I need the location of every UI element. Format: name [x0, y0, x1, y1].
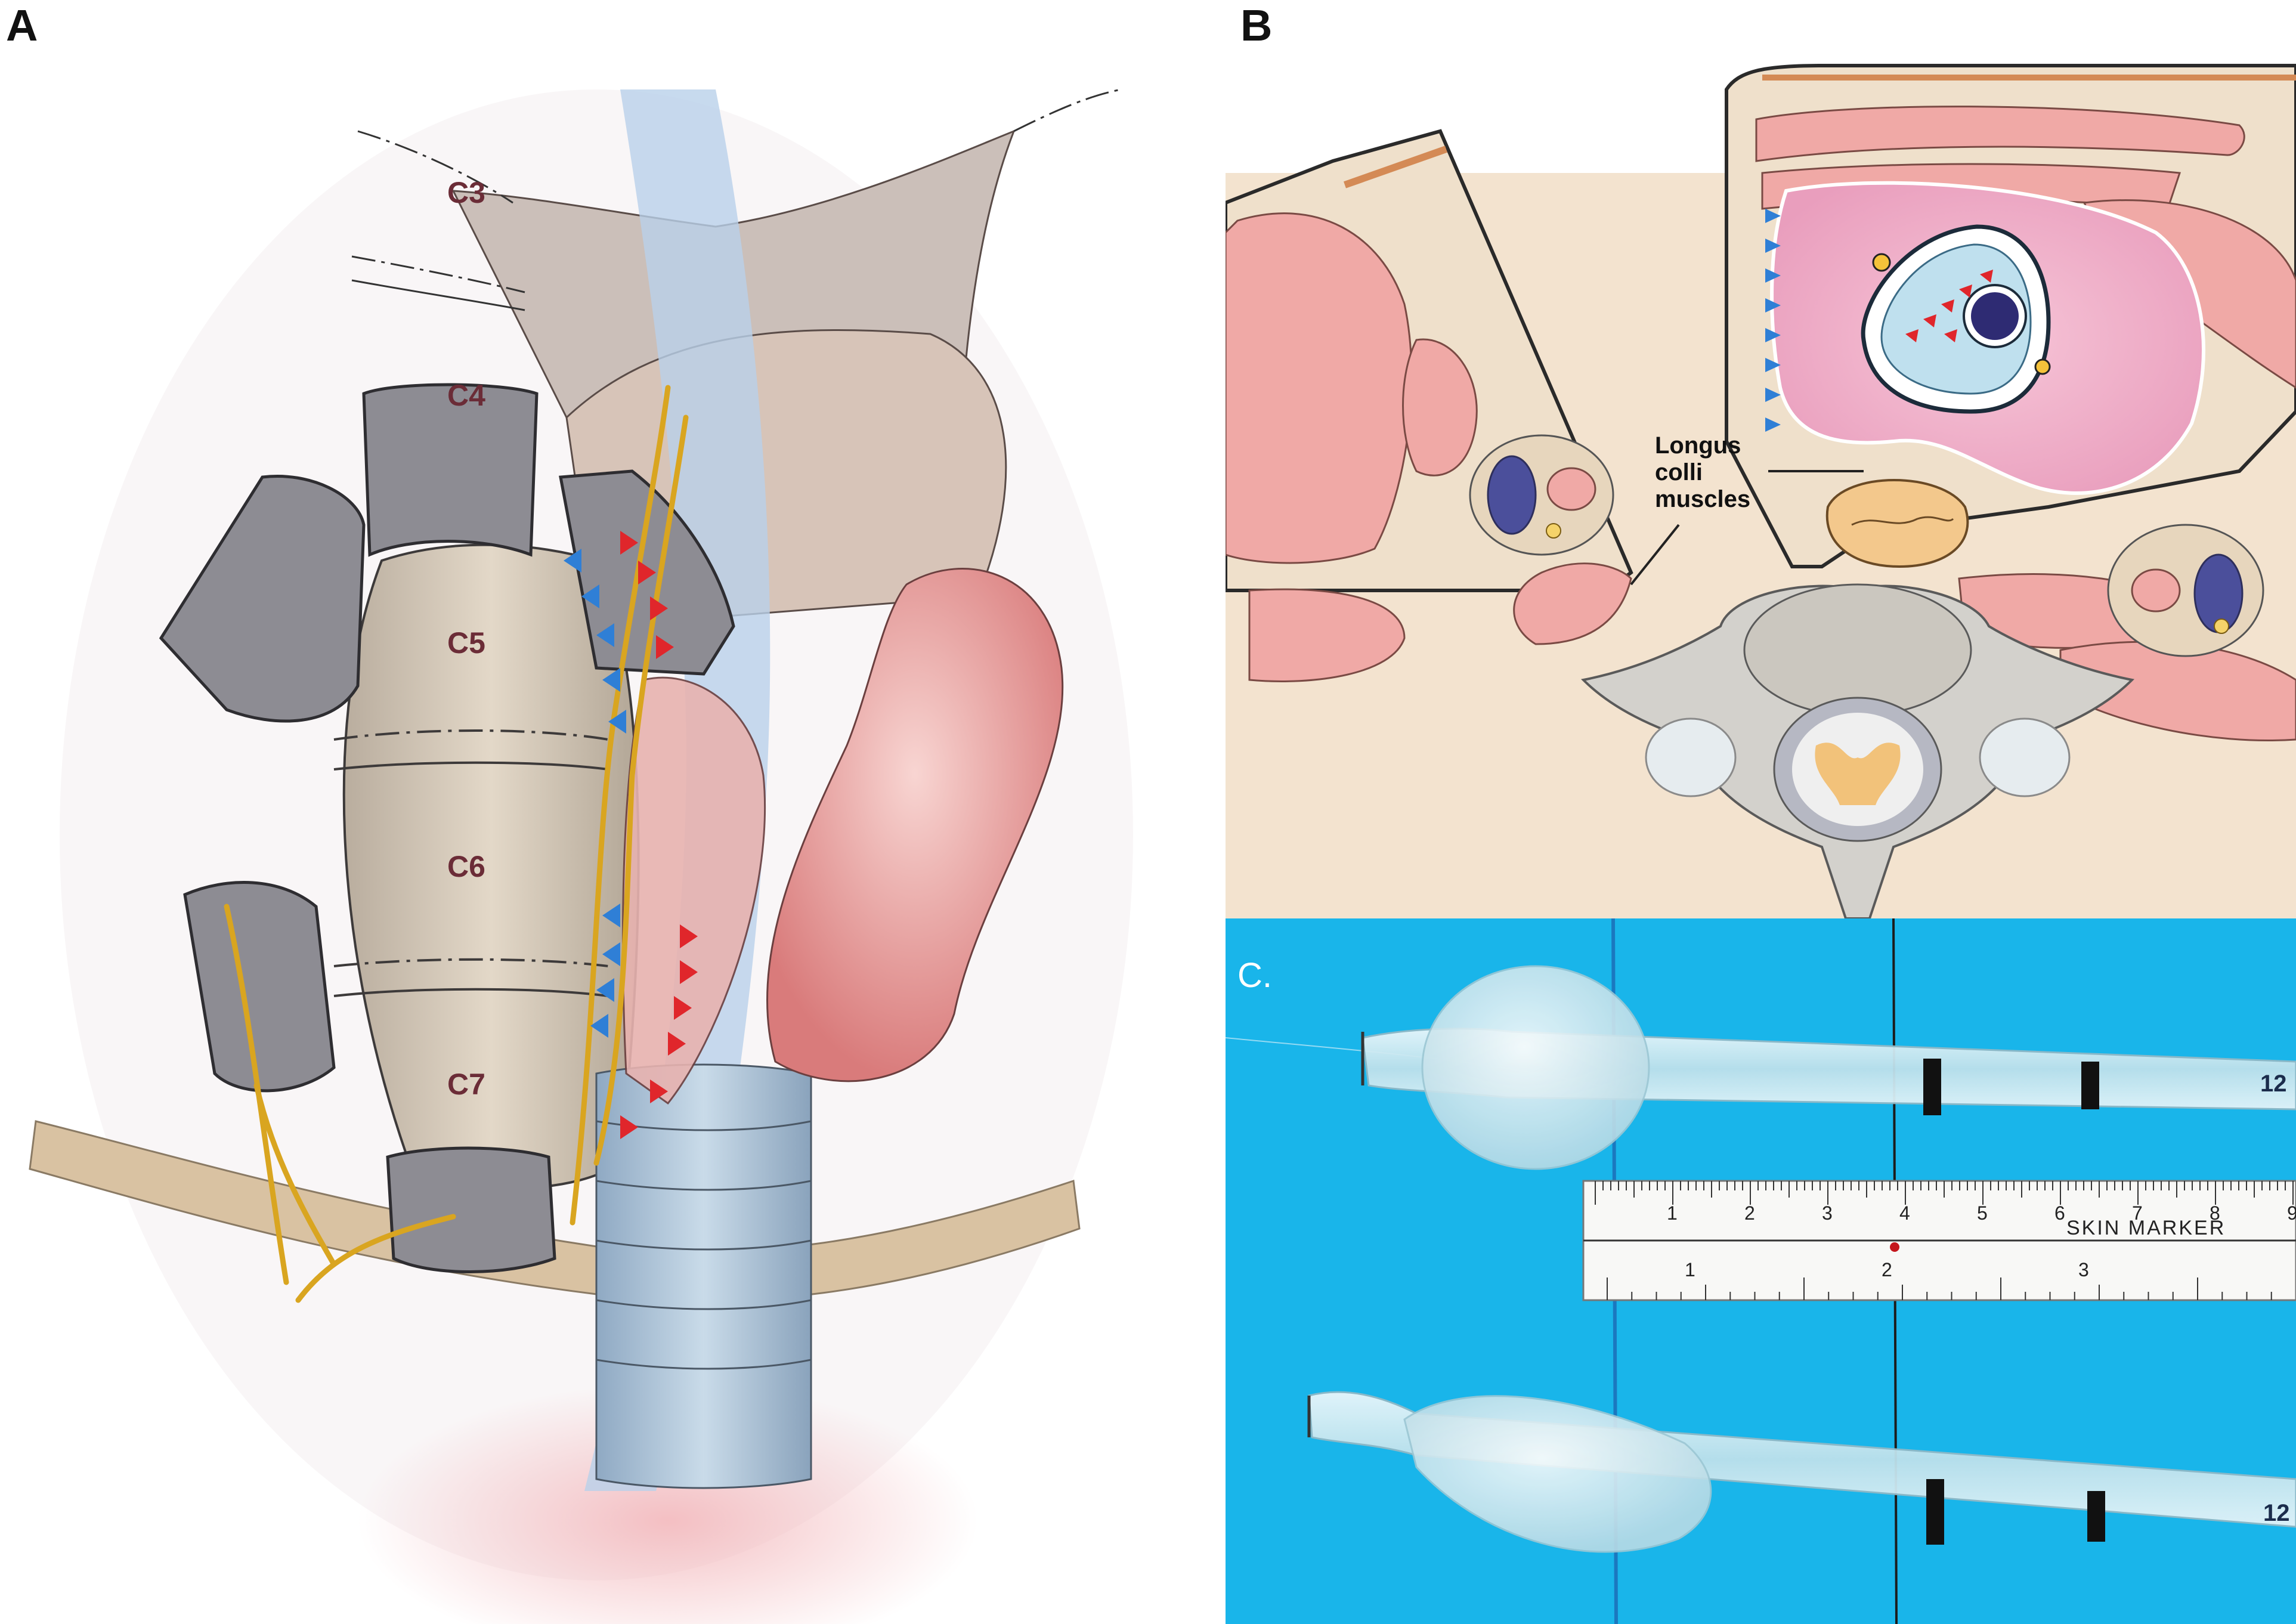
ruler: 1 2 3 4 5 6 7 8 9 1 2 3 SKIN MARKER	[1582, 1180, 2296, 1301]
retractor-blades	[159, 383, 735, 1273]
nerves	[224, 385, 689, 1303]
vertebra-label-c7: C7	[447, 1068, 485, 1101]
vertebra-label-c6: C6	[447, 850, 485, 883]
vertebra-label-c5: C5	[447, 626, 485, 660]
axial-cross-section-diagram: Longus colli muscles	[1226, 54, 2296, 918]
upper-tube: 12	[1361, 965, 2296, 1170]
vertebra-label-c4: C4	[447, 379, 485, 412]
annotation-longus: Longus	[1655, 432, 1741, 459]
lower-tube: 12	[1307, 1391, 2296, 1553]
ruler-top-number: 6	[2054, 1202, 2065, 1224]
ruler-top-number: 9	[2287, 1202, 2296, 1224]
lower-tube-marking: 12	[2263, 1500, 2290, 1526]
upper-tube-marking: 12	[2260, 1071, 2287, 1097]
right-carotid-sheath	[2107, 524, 2264, 657]
blue-arrowheads	[564, 549, 626, 1038]
ruler-label: SKIN MARKER	[2066, 1217, 2226, 1239]
left-carotid-sheath	[1469, 434, 1614, 556]
panel-b-letter: B	[1240, 1, 1273, 50]
ruler-top-number: 2	[1744, 1202, 1755, 1224]
cervical-anatomy-illustration: C3 C4 C5 C6 C7	[29, 88, 1122, 1624]
ruler-top-number: 1	[1667, 1202, 1678, 1224]
annotation-muscles: muscles	[1655, 486, 1750, 512]
ruler-bottom-number: 2	[1882, 1259, 1892, 1280]
annotation-colli: colli	[1655, 459, 1703, 485]
blue-arrowheads-b	[1765, 209, 1781, 432]
vertebra-label-c3: C3	[447, 176, 485, 209]
panel-c-letter: C.	[1237, 956, 1272, 995]
ruler-bottom-number: 1	[1685, 1259, 1695, 1280]
ruler-top-number: 3	[1822, 1202, 1833, 1224]
ruler-top-number: 8	[2210, 1202, 2220, 1224]
panel-a-letter: A	[6, 1, 38, 50]
ruler-top-number: 4	[1899, 1202, 1910, 1224]
cervical-vertebra	[1580, 583, 2135, 918]
thyroid-lobe	[766, 568, 1064, 1082]
ruler-bottom-number: 3	[2078, 1259, 2089, 1280]
ruler-top-number: 5	[1977, 1202, 1988, 1224]
trachea-with-tube	[1861, 224, 2051, 414]
red-arrowheads	[620, 531, 698, 1139]
ruler-top-number: 7	[2132, 1202, 2143, 1224]
red-arrowheads-b	[1905, 270, 1993, 342]
left-muscles	[1226, 212, 1632, 682]
